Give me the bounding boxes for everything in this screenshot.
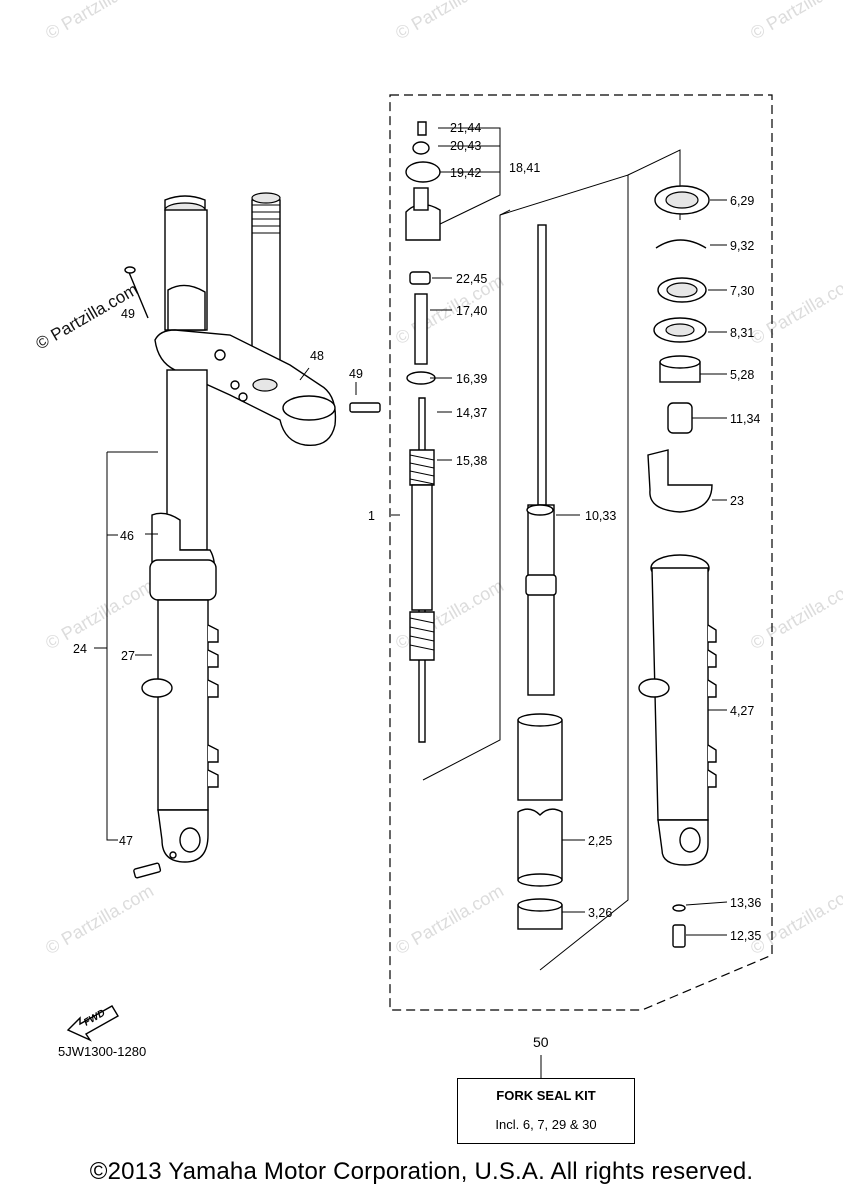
callout-22-45: 22,45 — [456, 272, 487, 286]
callout-15-38: 15,38 — [456, 454, 487, 468]
callout-5-28: 5,28 — [730, 368, 754, 382]
diagram-code: 5JW1300-1280 — [58, 1044, 147, 1059]
cartridge-assembly — [499, 174, 629, 971]
callout-23: 23 — [730, 494, 744, 508]
callout-49-upper: 49 — [121, 307, 135, 321]
callout-7-30: 7,30 — [730, 284, 754, 298]
watermark: © Partzilla.com — [747, 575, 843, 653]
callout-10-33: 10,33 — [585, 509, 616, 523]
watermark: © Partzilla.com — [747, 270, 843, 348]
fwd-arrow-icon: FWD — [66, 1005, 119, 1042]
callout-49-right: 49 — [349, 367, 363, 381]
callout-2-25: 2,25 — [588, 834, 612, 848]
watermark: © Partzilla.com — [42, 880, 157, 958]
watermark: © Partzilla.com — [392, 270, 507, 348]
watermarks: © Partzilla.com © Partzilla.com © Partzi… — [33, 0, 843, 958]
callout-4-27: 4,27 — [730, 704, 754, 718]
kit-number: 50 — [533, 1034, 549, 1050]
callout-47: 47 — [119, 834, 133, 848]
callout-16-39: 16,39 — [456, 372, 487, 386]
kit-title: FORK SEAL KIT — [496, 1088, 596, 1103]
callout-48: 48 — [310, 349, 324, 363]
callout-12-35: 12,35 — [730, 929, 761, 943]
watermark: © Partzilla.com — [392, 575, 507, 653]
callout-17-40: 17,40 — [456, 304, 487, 318]
callout-6-29: 6,29 — [730, 194, 754, 208]
watermark: © Partzilla.com — [392, 0, 507, 43]
watermark: © Partzilla.com — [747, 0, 843, 43]
callout-21-44: 21,44 — [450, 121, 481, 135]
copyright-notice: ©2013 Yamaha Motor Corporation, U.S.A. A… — [89, 1158, 754, 1185]
callout-9-32: 9,32 — [730, 239, 754, 253]
watermark: © Partzilla.com — [392, 880, 507, 958]
left-fork-assembly — [94, 192, 381, 879]
kit-note: Incl. 6, 7, 29 & 30 — [495, 1117, 597, 1132]
callout-14-37: 14,37 — [456, 406, 487, 420]
callout-24: 24 — [73, 642, 87, 656]
damper-rod-assembly — [391, 121, 511, 781]
callout-20-43: 20,43 — [450, 139, 481, 153]
callout-11-34: 11,34 — [730, 412, 760, 426]
callout-labels: 21,44 20,43 19,42 18,41 22,45 17,40 16,3… — [73, 121, 761, 943]
callout-8-31: 8,31 — [730, 326, 754, 340]
outer-tube-assembly — [627, 149, 728, 948]
callout-13-36: 13,36 — [730, 896, 761, 910]
callout-1: 1 — [368, 509, 375, 523]
callout-18-41: 18,41 — [509, 161, 540, 175]
callout-46: 46 — [120, 529, 134, 543]
callout-27: 27 — [121, 649, 135, 663]
assembly-dashed-border — [389, 94, 773, 1011]
watermark: © Partzilla.com — [42, 575, 157, 653]
watermark: © Partzilla.com — [42, 0, 157, 43]
watermark: © Partzilla.com — [747, 880, 843, 958]
fork-seal-kit-box: FORK SEAL KIT Incl. 6, 7, 29 & 30 — [457, 1078, 635, 1144]
callout-3-26: 3,26 — [588, 906, 612, 920]
callout-19-42: 19,42 — [450, 166, 481, 180]
